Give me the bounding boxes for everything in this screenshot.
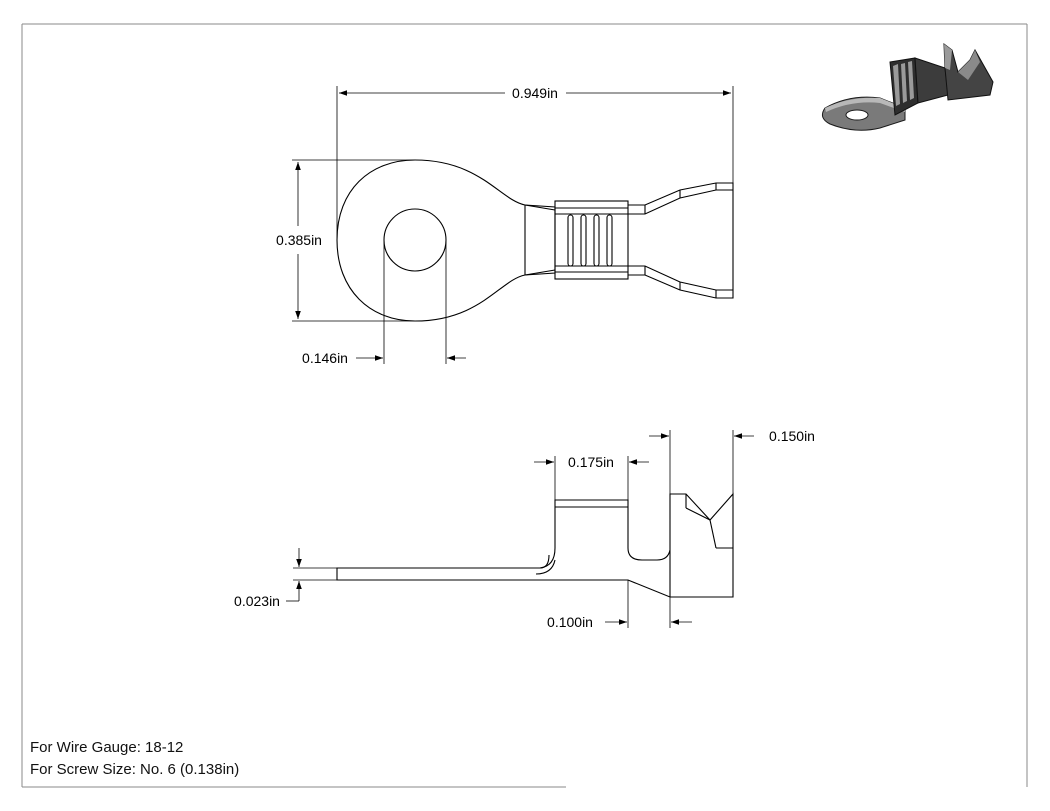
- dim-barrel-length: [534, 456, 649, 500]
- dim-transition-length: [605, 580, 692, 628]
- transition-length-label: 0.100in: [547, 614, 593, 630]
- dim-ring-width: [292, 159, 415, 322]
- screw-size-note: For Screw Size: No. 6 (0.138in): [30, 761, 240, 778]
- isometric-terminal-preview: [821, 42, 994, 131]
- top-view-terminal: [336, 159, 734, 322]
- dim-funnel-length: [649, 430, 754, 494]
- ring-width-label: 0.385in: [276, 232, 322, 248]
- dim-overall-length: [336, 86, 734, 240]
- material-thickness-label: 0.023in: [234, 593, 280, 609]
- hole-diameter-label: 0.146in: [302, 350, 348, 366]
- dim-hole-diameter: [356, 240, 466, 364]
- barrel-length-label: 0.175in: [568, 454, 614, 470]
- sheet-border: [21, 23, 1028, 788]
- side-view-terminal: [336, 492, 734, 598]
- wire-gauge-note: For Wire Gauge: 18-12: [30, 739, 184, 756]
- funnel-length-label: 0.150in: [769, 428, 815, 444]
- overall-length-label: 0.949in: [512, 85, 558, 101]
- dim-material-thickness: [286, 548, 337, 602]
